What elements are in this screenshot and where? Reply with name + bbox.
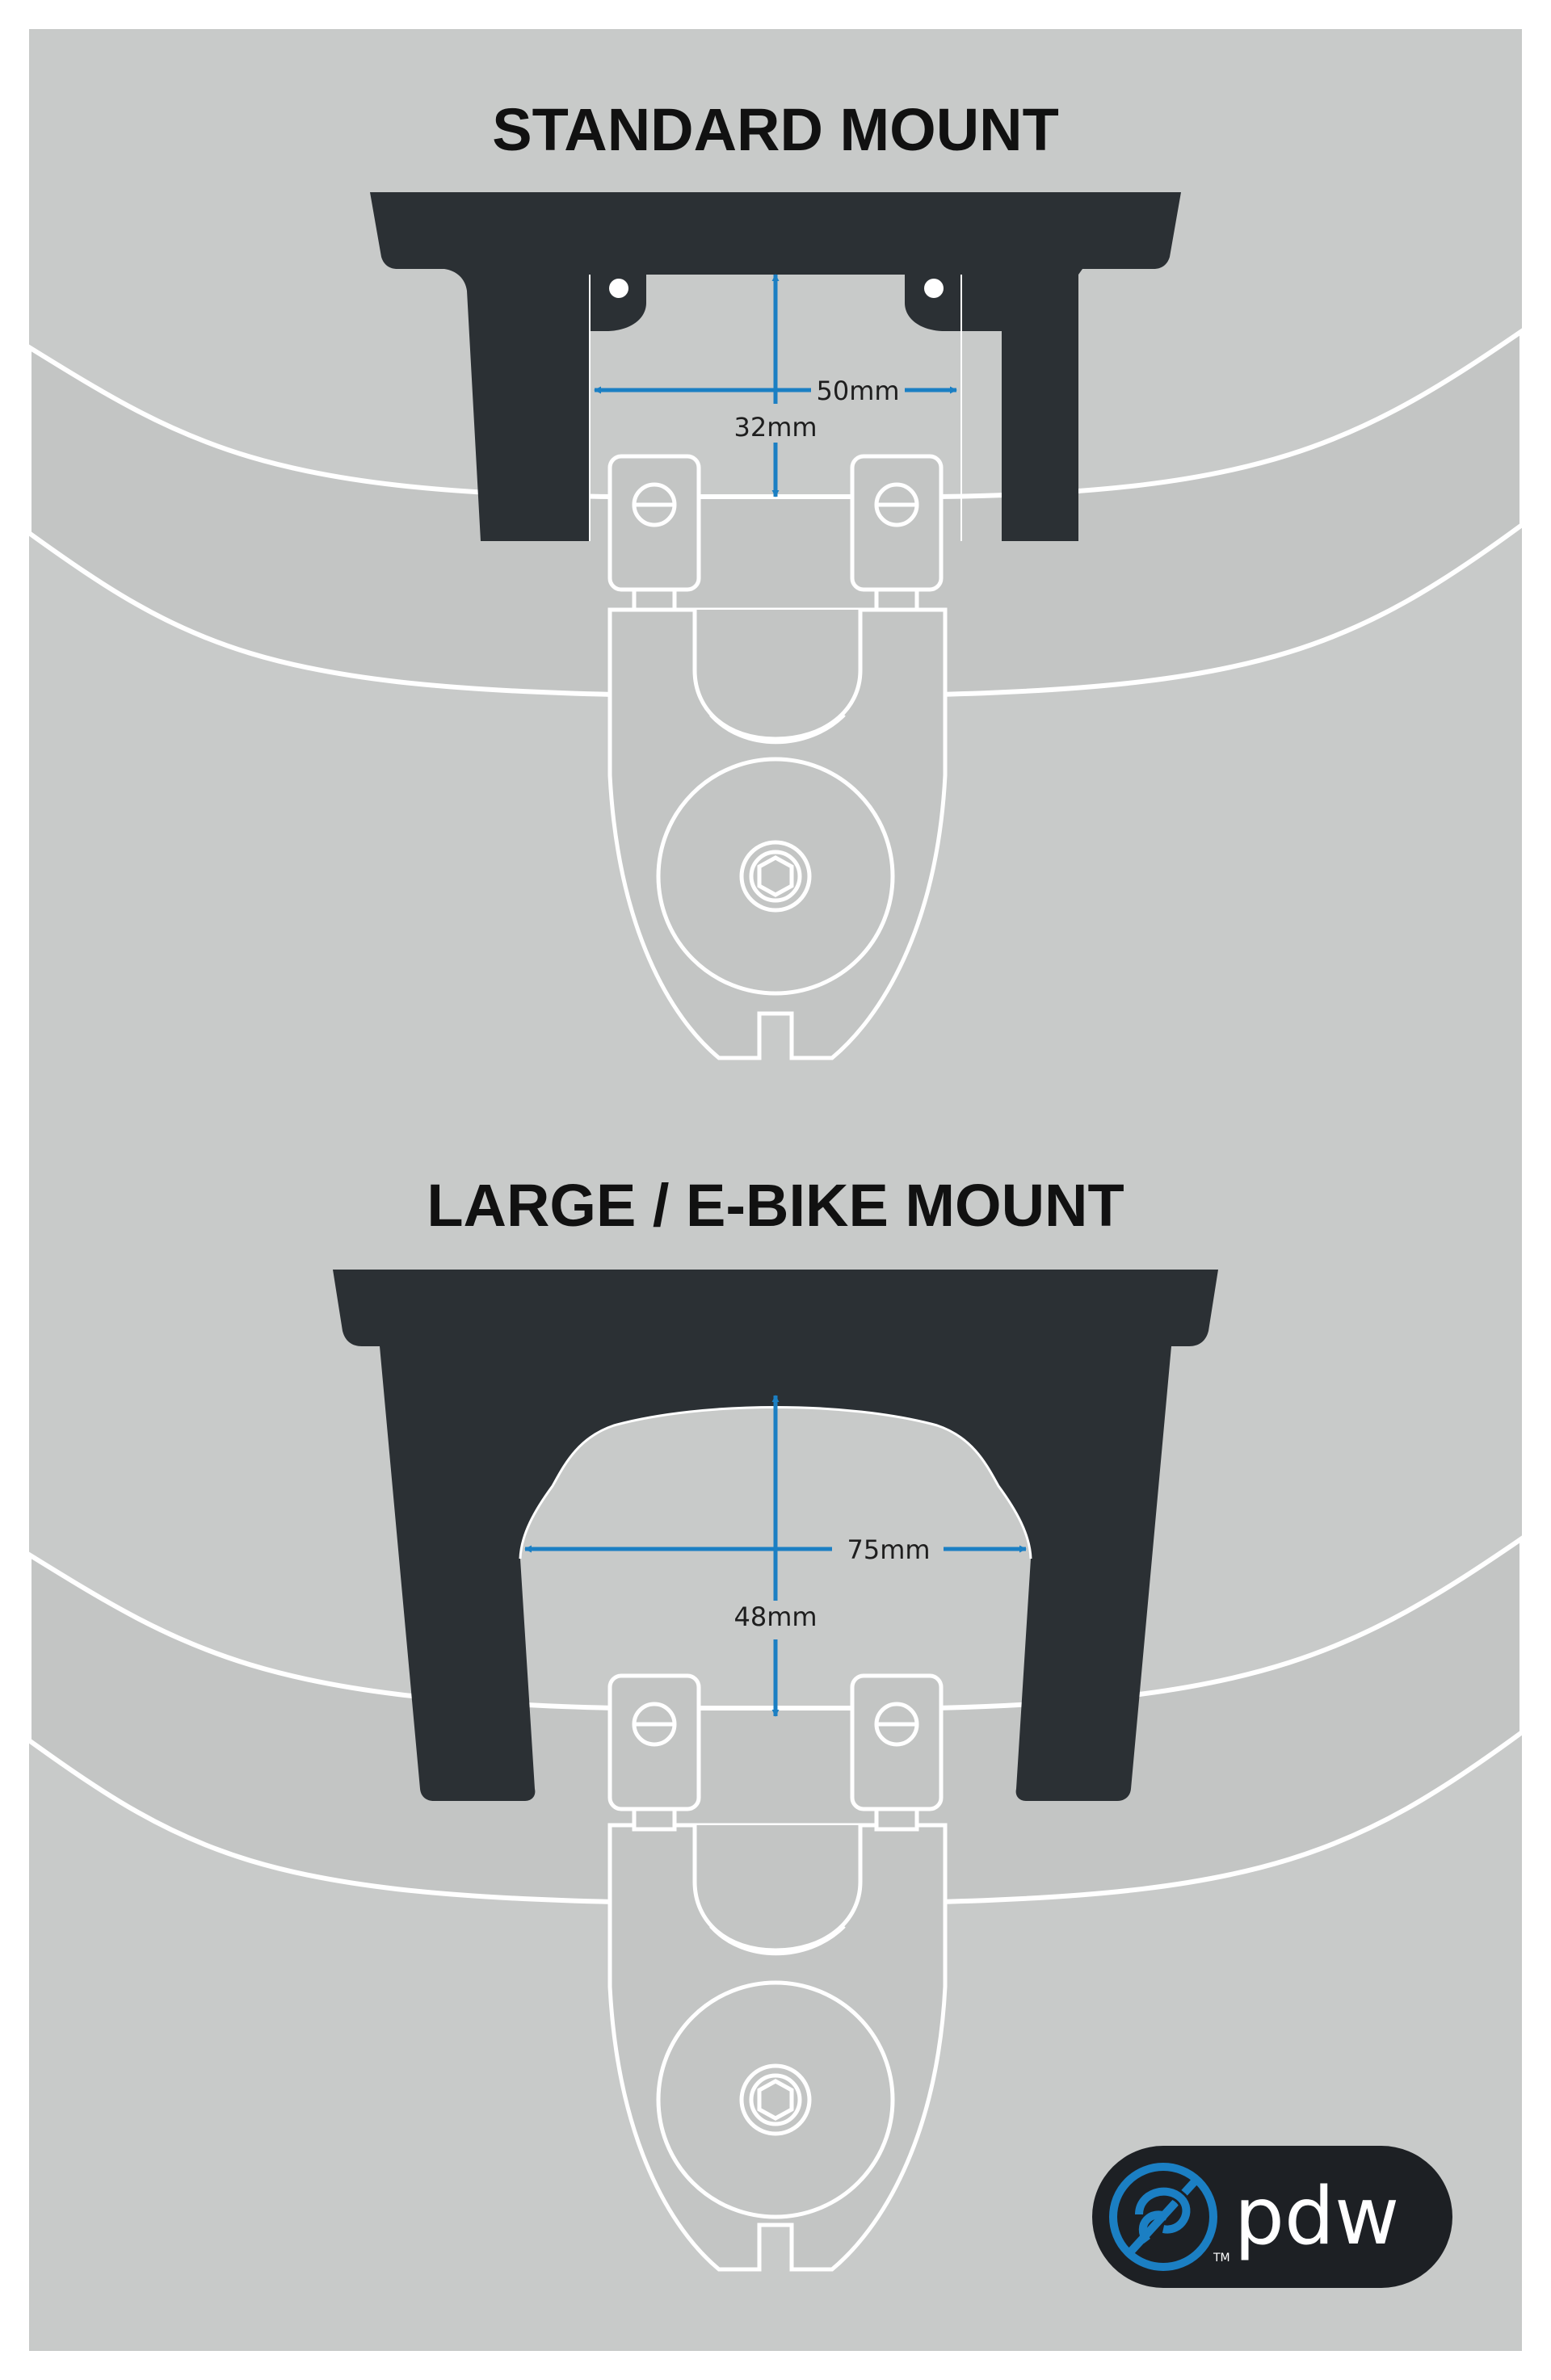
pdw-trademark: TM [1213,2252,1230,2265]
large-width-label: 75mm [847,1534,930,1565]
standard-mount-section: STANDARD MOUNT [27,96,1524,1060]
pdw-wordmark: pdw [1234,2171,1400,2263]
pdw-logo: pdw TM [1092,2146,1452,2288]
pdw-emblem-icon [1109,2163,1217,2271]
mount-hole-right [924,279,944,298]
standard-width-label: 50mm [816,376,899,406]
handlebar-bottom [27,1534,1524,1904]
large-width-dimension: 75mm [524,1534,1027,1565]
large-mount-title: LARGE / E-BIKE MOUNT [427,1172,1124,1239]
stem-top [607,454,948,1060]
standard-height-dimension: 32mm [733,274,818,497]
large-height-label: 48mm [733,1601,817,1632]
standard-mount-title: STANDARD MOUNT [492,96,1059,163]
stem-bottom [607,1673,948,2272]
standard-bracket [370,192,1181,541]
large-height-dimension: 48mm [733,1395,818,1717]
large-mount-section: LARGE / E-BIKE MOUNT [27,1172,1524,2272]
standard-height-label: 32mm [733,412,817,443]
mount-hole-left [609,279,628,298]
handlebar-top [27,326,1524,697]
